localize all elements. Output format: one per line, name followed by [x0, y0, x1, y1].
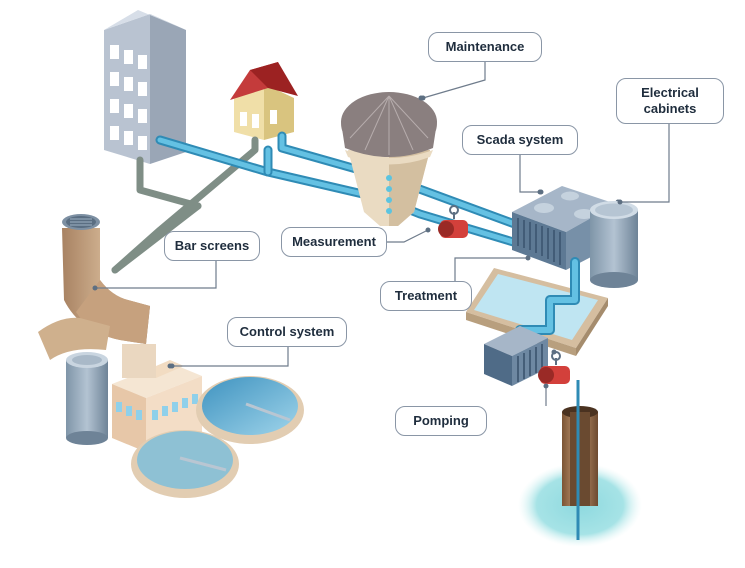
callout-scada-system-label: Scada system [476, 132, 564, 147]
callout-electrical-cabinets-label: Electrical cabinets [641, 85, 699, 116]
callout-treatment[interactable]: Treatment [380, 281, 472, 311]
callout-bar-screens[interactable]: Bar screens [164, 231, 260, 261]
electrical-cabinet-tank [590, 201, 638, 288]
pumping-valve [538, 351, 570, 384]
callout-measurement-label: Measurement [292, 234, 376, 249]
callout-pomping[interactable]: Pomping [395, 406, 487, 436]
silo [66, 352, 108, 445]
measurement-valve [438, 205, 468, 238]
callout-electrical-cabinets[interactable]: Electrical cabinets [616, 78, 724, 124]
callout-scada-system[interactable]: Scada system [462, 125, 578, 155]
groundwater-well [518, 380, 642, 547]
callout-bar-screens-label: Bar screens [174, 238, 250, 253]
callout-maintenance[interactable]: Maintenance [428, 32, 542, 62]
pump-unit [484, 326, 557, 386]
callout-measurement[interactable]: Measurement [281, 227, 387, 257]
settling-pool-front [131, 430, 239, 498]
drain-pipes [111, 136, 259, 274]
settling-pool-back [196, 376, 304, 444]
leader-dots [92, 95, 623, 389]
callout-maintenance-label: Maintenance [445, 39, 525, 54]
office-building [104, 10, 186, 164]
callout-pomping-label: Pomping [413, 413, 469, 428]
treatment-pipes [515, 257, 580, 335]
callout-control-system-label: Control system [239, 324, 335, 339]
callout-treatment-label: Treatment [394, 288, 458, 303]
house [230, 62, 298, 140]
bar-screen-tower [38, 214, 150, 360]
leader-lines [95, 62, 670, 406]
water-tower [341, 92, 437, 226]
callout-control-system[interactable]: Control system [227, 317, 347, 347]
